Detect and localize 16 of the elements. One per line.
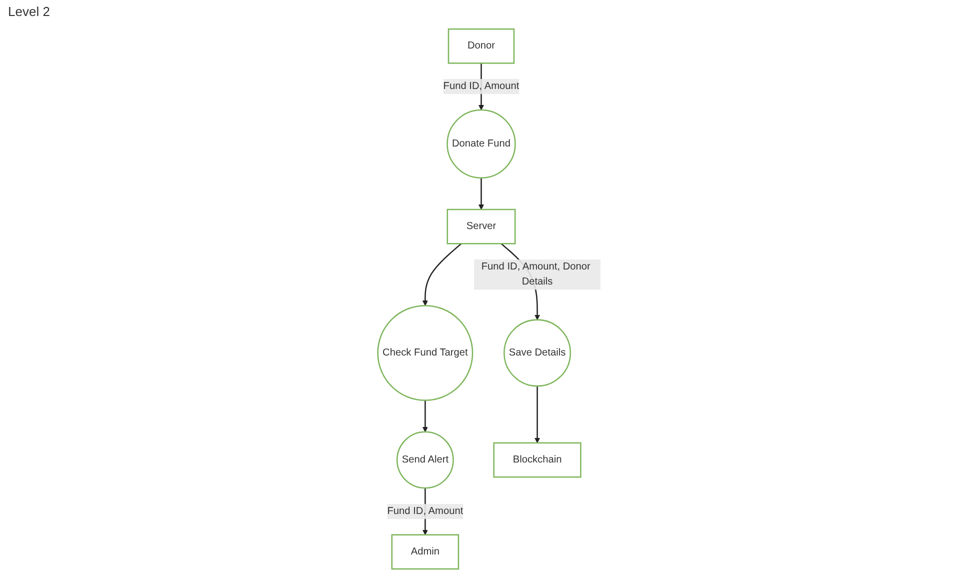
node-box: Blockchain (494, 442, 582, 478)
arrow (422, 400, 428, 432)
arrow (534, 386, 540, 444)
edge-label: Fund ID, Amount (388, 506, 464, 516)
diagram-title: Level 2 (8, 4, 50, 19)
node-box: Donor (448, 28, 515, 64)
node-circle: Donate Fund (446, 109, 516, 179)
node-circle: Check Fund Target (378, 304, 474, 401)
node-box: Server (447, 208, 516, 244)
node-circle: Save Details (504, 319, 572, 387)
arrow (478, 178, 484, 210)
edge-label: Fund ID, Amount, Donor Details (482, 261, 591, 288)
node-box: Admin (392, 534, 460, 570)
edge-label: Fund ID, Amount (444, 80, 520, 92)
arrow (422, 243, 462, 306)
node-circle: Send Alert (396, 431, 454, 489)
